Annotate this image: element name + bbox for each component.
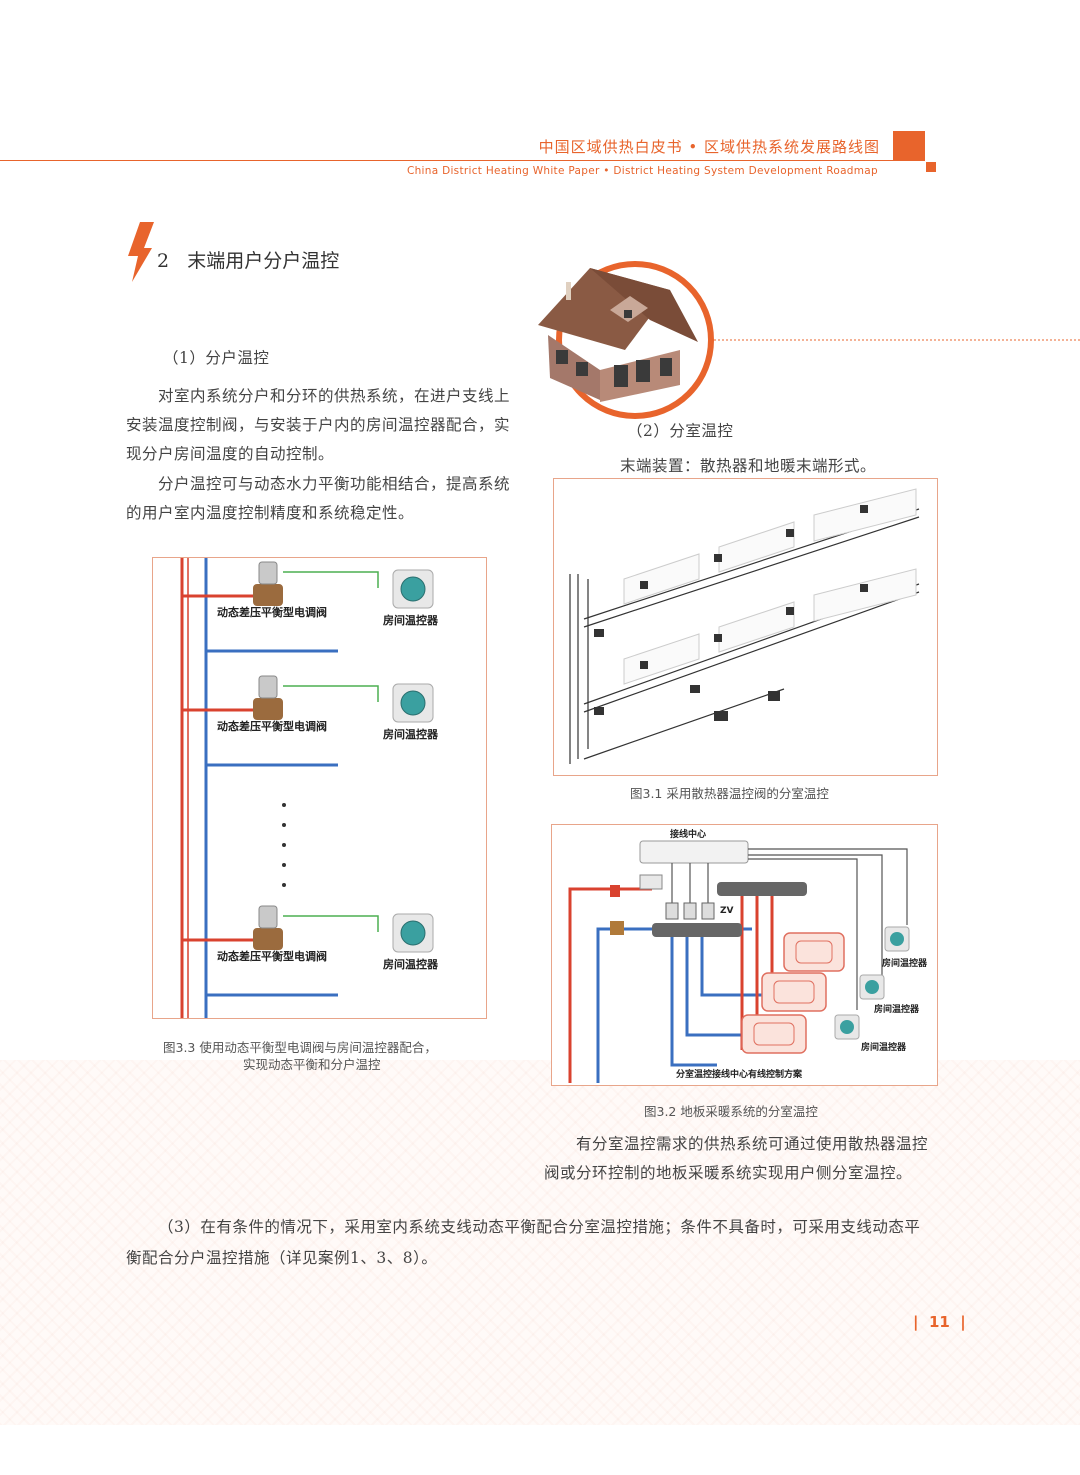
valve-3 <box>253 928 283 950</box>
header-accent-small <box>926 162 936 172</box>
figure-3-2: 接线中心 <box>551 824 938 1086</box>
figure-3-3-diagram: 动态差压平衡型电调阀 房间温控器 动态差压平衡型电调阀 房间温控器 动态差压平衡… <box>180 558 439 1018</box>
control-scheme-label: 分室温控接线中心有线控制方案 <box>676 1068 803 1080</box>
floor-coil-2 <box>761 972 827 1012</box>
section-title-text: 末端用户分户温控 <box>187 250 340 272</box>
figure-3-2-diagram: 接线中心 <box>568 828 928 1083</box>
lightning-bolt-icon <box>128 222 154 282</box>
figure-3-1-diagram <box>569 488 920 764</box>
floor-coil-3 <box>741 1014 807 1054</box>
section-title: 2 末端用户分户温控 <box>157 246 339 273</box>
wiring-hub <box>639 840 749 864</box>
figure-3-1 <box>553 478 938 776</box>
background-pattern <box>0 1060 1080 1425</box>
header-rule <box>0 160 895 161</box>
figure-3-3-caption-line1: 图3.3 使用动态平衡型电调阀与房间温控器配合， <box>163 1040 437 1055</box>
section-number: 2 <box>157 250 170 272</box>
floor-coil-1 <box>783 932 845 972</box>
hub-label: 接线中心 <box>670 828 706 840</box>
summary-paragraph: 有分室温控需求的供热系统可通过使用散热器温控阀或分环控制的地板采暖系统实现用户侧… <box>544 1135 929 1182</box>
valve-label-2: 动态差压平衡型电调阀 <box>217 719 327 733</box>
header-title-cn: 中国区域供热白皮书 • 区域供热系统发展路线图 <box>538 138 880 156</box>
valve-2 <box>253 698 283 720</box>
thermostat-label-1: 房间温控器 <box>383 613 439 627</box>
terminal-devices-text: 末端装置：散热器和地暖末端形式。 <box>620 457 877 475</box>
figure-3-3-caption-line2: 实现动态平衡和分户温控 <box>243 1057 381 1072</box>
right-subhead: （2）分室温控 <box>627 422 734 440</box>
left-subhead: （1）分户温控 <box>163 349 270 367</box>
figure-3-1-caption: 图3.1 采用散热器温控阀的分室温控 <box>630 786 829 801</box>
zv-label: ZV <box>720 906 734 916</box>
ellipsis-dots <box>282 803 286 887</box>
valve-label-3: 动态差压平衡型电调阀 <box>217 949 327 963</box>
figure-3-3: 动态差压平衡型电调阀 房间温控器 动态差压平衡型电调阀 房间温控器 动态差压平衡… <box>152 557 487 1019</box>
return-manifold <box>652 923 742 937</box>
page-number: | 11 | <box>913 1313 966 1331</box>
figure-3-2-caption: 图3.2 地板采暖系统的分室温控 <box>644 1104 818 1119</box>
thermostat-label-3: 房间温控器 <box>383 957 439 971</box>
left-paragraph-1: 对室内系统分户和分环的供热系统，在进户支线上安装温度控制阀，与安装于户内的房间温… <box>126 387 511 463</box>
valve-1 <box>253 584 283 606</box>
floor-thermostat-label-2: 房间温控器 <box>874 1003 920 1015</box>
page-number-value: 11 <box>928 1313 950 1331</box>
valve-label-1: 动态差压平衡型电调阀 <box>217 605 327 619</box>
supply-manifold <box>717 882 807 896</box>
floor-thermostat-label-1: 房间温控器 <box>882 957 928 969</box>
header-title-en: China District Heating White Paper • Dis… <box>406 165 878 177</box>
point-3-paragraph: （3）在有条件的情况下，采用室内系统支线动态平衡配合分室温控措施；条件不具备时，… <box>126 1218 921 1267</box>
thermostat-label-2: 房间温控器 <box>383 727 439 741</box>
house-illustration <box>538 261 1080 419</box>
floor-thermostat-label-3: 房间温控器 <box>861 1041 907 1053</box>
header-accent-block <box>893 131 925 161</box>
left-paragraph-2: 分户温控可与动态水力平衡功能相结合，提高系统的用户室内温度控制精度和系统稳定性。 <box>126 475 511 522</box>
